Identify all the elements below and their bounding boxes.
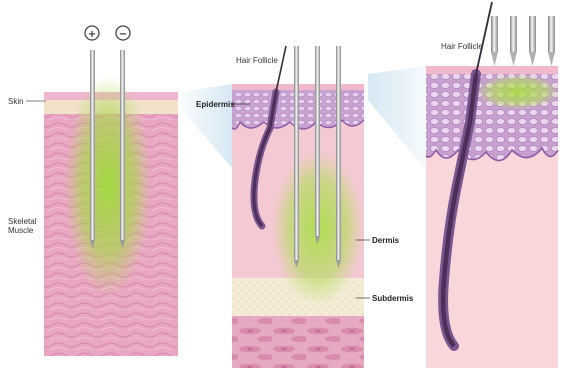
electric-field-glow [476,74,560,110]
label-muscle: Muscle [8,226,34,235]
label-hair-follicle: Hair Follicle [441,42,483,51]
positive-symbol: + [88,29,96,40]
panel-muscle: + − Skin Skeletal Muscle [8,26,178,356]
microneedle-array [491,16,555,66]
muscle-layer [232,316,364,368]
positive-needle [90,50,95,240]
negative-needle [120,50,125,240]
label-hair-follicle: Hair Follicle [236,56,278,65]
magnify-wedge-right [368,66,426,170]
label-dermis: Dermis [372,236,400,245]
panel-epidermis: Hair Follicle [426,2,560,368]
label-skin: Skin [8,97,24,106]
electric-field-glow [64,74,152,298]
label-subdermis: Subdermis [372,294,414,303]
label-epidermis: Epidermis [196,100,235,109]
magnify-wedge-left [182,84,232,168]
stratum-corneum [426,66,558,74]
negative-symbol: − [119,29,127,40]
label-skeletal: Skeletal [8,217,37,226]
